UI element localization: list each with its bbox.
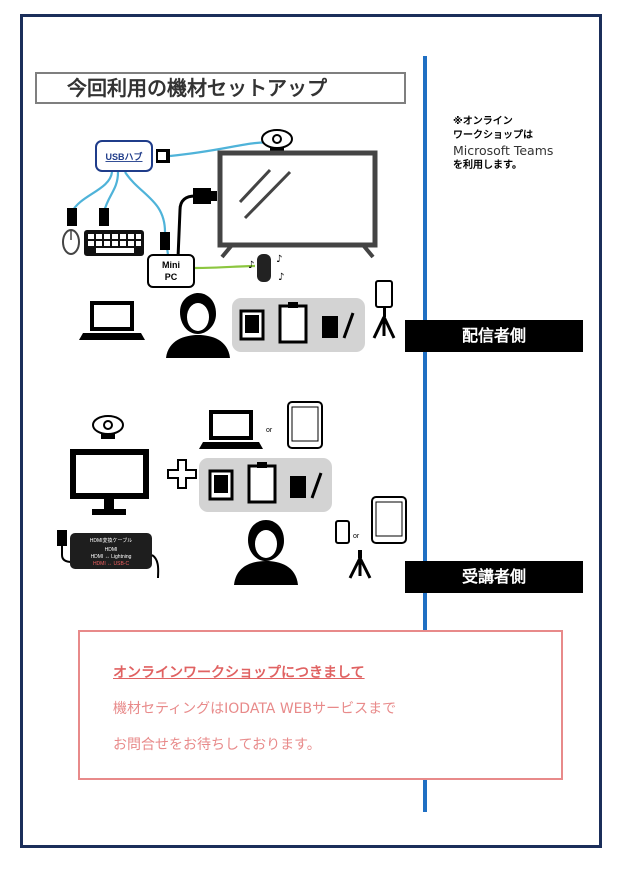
capture-device-icon: HDMI変換ケーブル HDMI HDMI ↔ Lightning HDMI ↔ … xyxy=(70,533,160,579)
capture-label-3: HDMI ↔ Lightning xyxy=(91,554,132,560)
desktop-monitor-icon xyxy=(70,449,149,515)
message-line-2: 機材セティングはIODATA WEBサービスまで xyxy=(113,701,397,717)
or-label-1: or xyxy=(266,427,273,434)
svg-text:♪: ♪ xyxy=(276,254,282,265)
keyboard-icon xyxy=(84,230,144,256)
message-heading: オンラインワークショップにつきまして xyxy=(113,665,365,681)
webcam-receiver-icon xyxy=(92,415,124,439)
plus-icon xyxy=(167,459,197,489)
usb-connector-icons xyxy=(67,208,170,250)
page-frame xyxy=(20,14,602,848)
divider-line xyxy=(423,56,427,812)
phone-tripod-icon xyxy=(372,280,396,339)
capture-label-2: HDMI xyxy=(105,547,118,553)
tv-monitor-icon xyxy=(217,150,378,259)
teams-note: ※オンライン ワークショップは Microsoft Teams を利用します。 xyxy=(453,115,583,173)
tripod-receiver-icon xyxy=(348,550,372,579)
or-label-2: or xyxy=(353,533,360,540)
usb-hub-label: USBハブ xyxy=(105,151,142,162)
sender-label: 配信者側 xyxy=(405,320,583,352)
mini-pc-label-2: PC xyxy=(165,272,178,282)
materials-panel xyxy=(232,298,365,352)
tablet-icon xyxy=(287,401,323,449)
capture-label-1: HDMI変換ケーブル xyxy=(90,537,132,544)
participant-person-icon xyxy=(234,520,298,585)
svg-text:♪: ♪ xyxy=(248,260,254,271)
usb-hub-icon: USBハブ xyxy=(95,140,153,172)
usb-plug-icon xyxy=(156,149,170,163)
presenter-person-icon xyxy=(166,293,230,358)
speaker-icon: ♪ ♪ ♪ xyxy=(248,254,284,283)
page-title: 今回利用の機材セットアップ xyxy=(35,72,406,104)
mouse-icon xyxy=(62,229,80,255)
receiver-label: 受講者側 xyxy=(405,561,583,593)
message-line-3: お問合せをお待ちしております。 xyxy=(113,737,321,753)
capture-label-4: HDMI ↔ USB-C xyxy=(93,561,130,567)
laptop-icon xyxy=(79,301,145,340)
mini-pc-icon: Mini PC xyxy=(147,254,195,288)
materials-panel-receiver xyxy=(199,458,332,512)
hdmi-plug-receiver-icon xyxy=(57,530,73,563)
note-line-1: ※オンライン xyxy=(453,116,513,127)
note-line-4: を利用します。 xyxy=(453,160,522,171)
hdmi-connector-icon xyxy=(193,188,217,204)
laptop-receiver-icon xyxy=(199,410,263,449)
tablet-receiver-icon xyxy=(371,496,407,544)
note-line-2: ワークショップは xyxy=(453,130,533,141)
phone-small-icon xyxy=(335,520,350,544)
contact-message-box: オンラインワークショップにつきまして 機材セティングはIODATA WEBサービ… xyxy=(78,630,563,780)
mini-pc-label-1: Mini xyxy=(162,260,180,270)
webcam-icon xyxy=(261,129,293,153)
svg-text:♪: ♪ xyxy=(278,272,284,283)
note-line-3: Microsoft Teams xyxy=(453,143,554,158)
